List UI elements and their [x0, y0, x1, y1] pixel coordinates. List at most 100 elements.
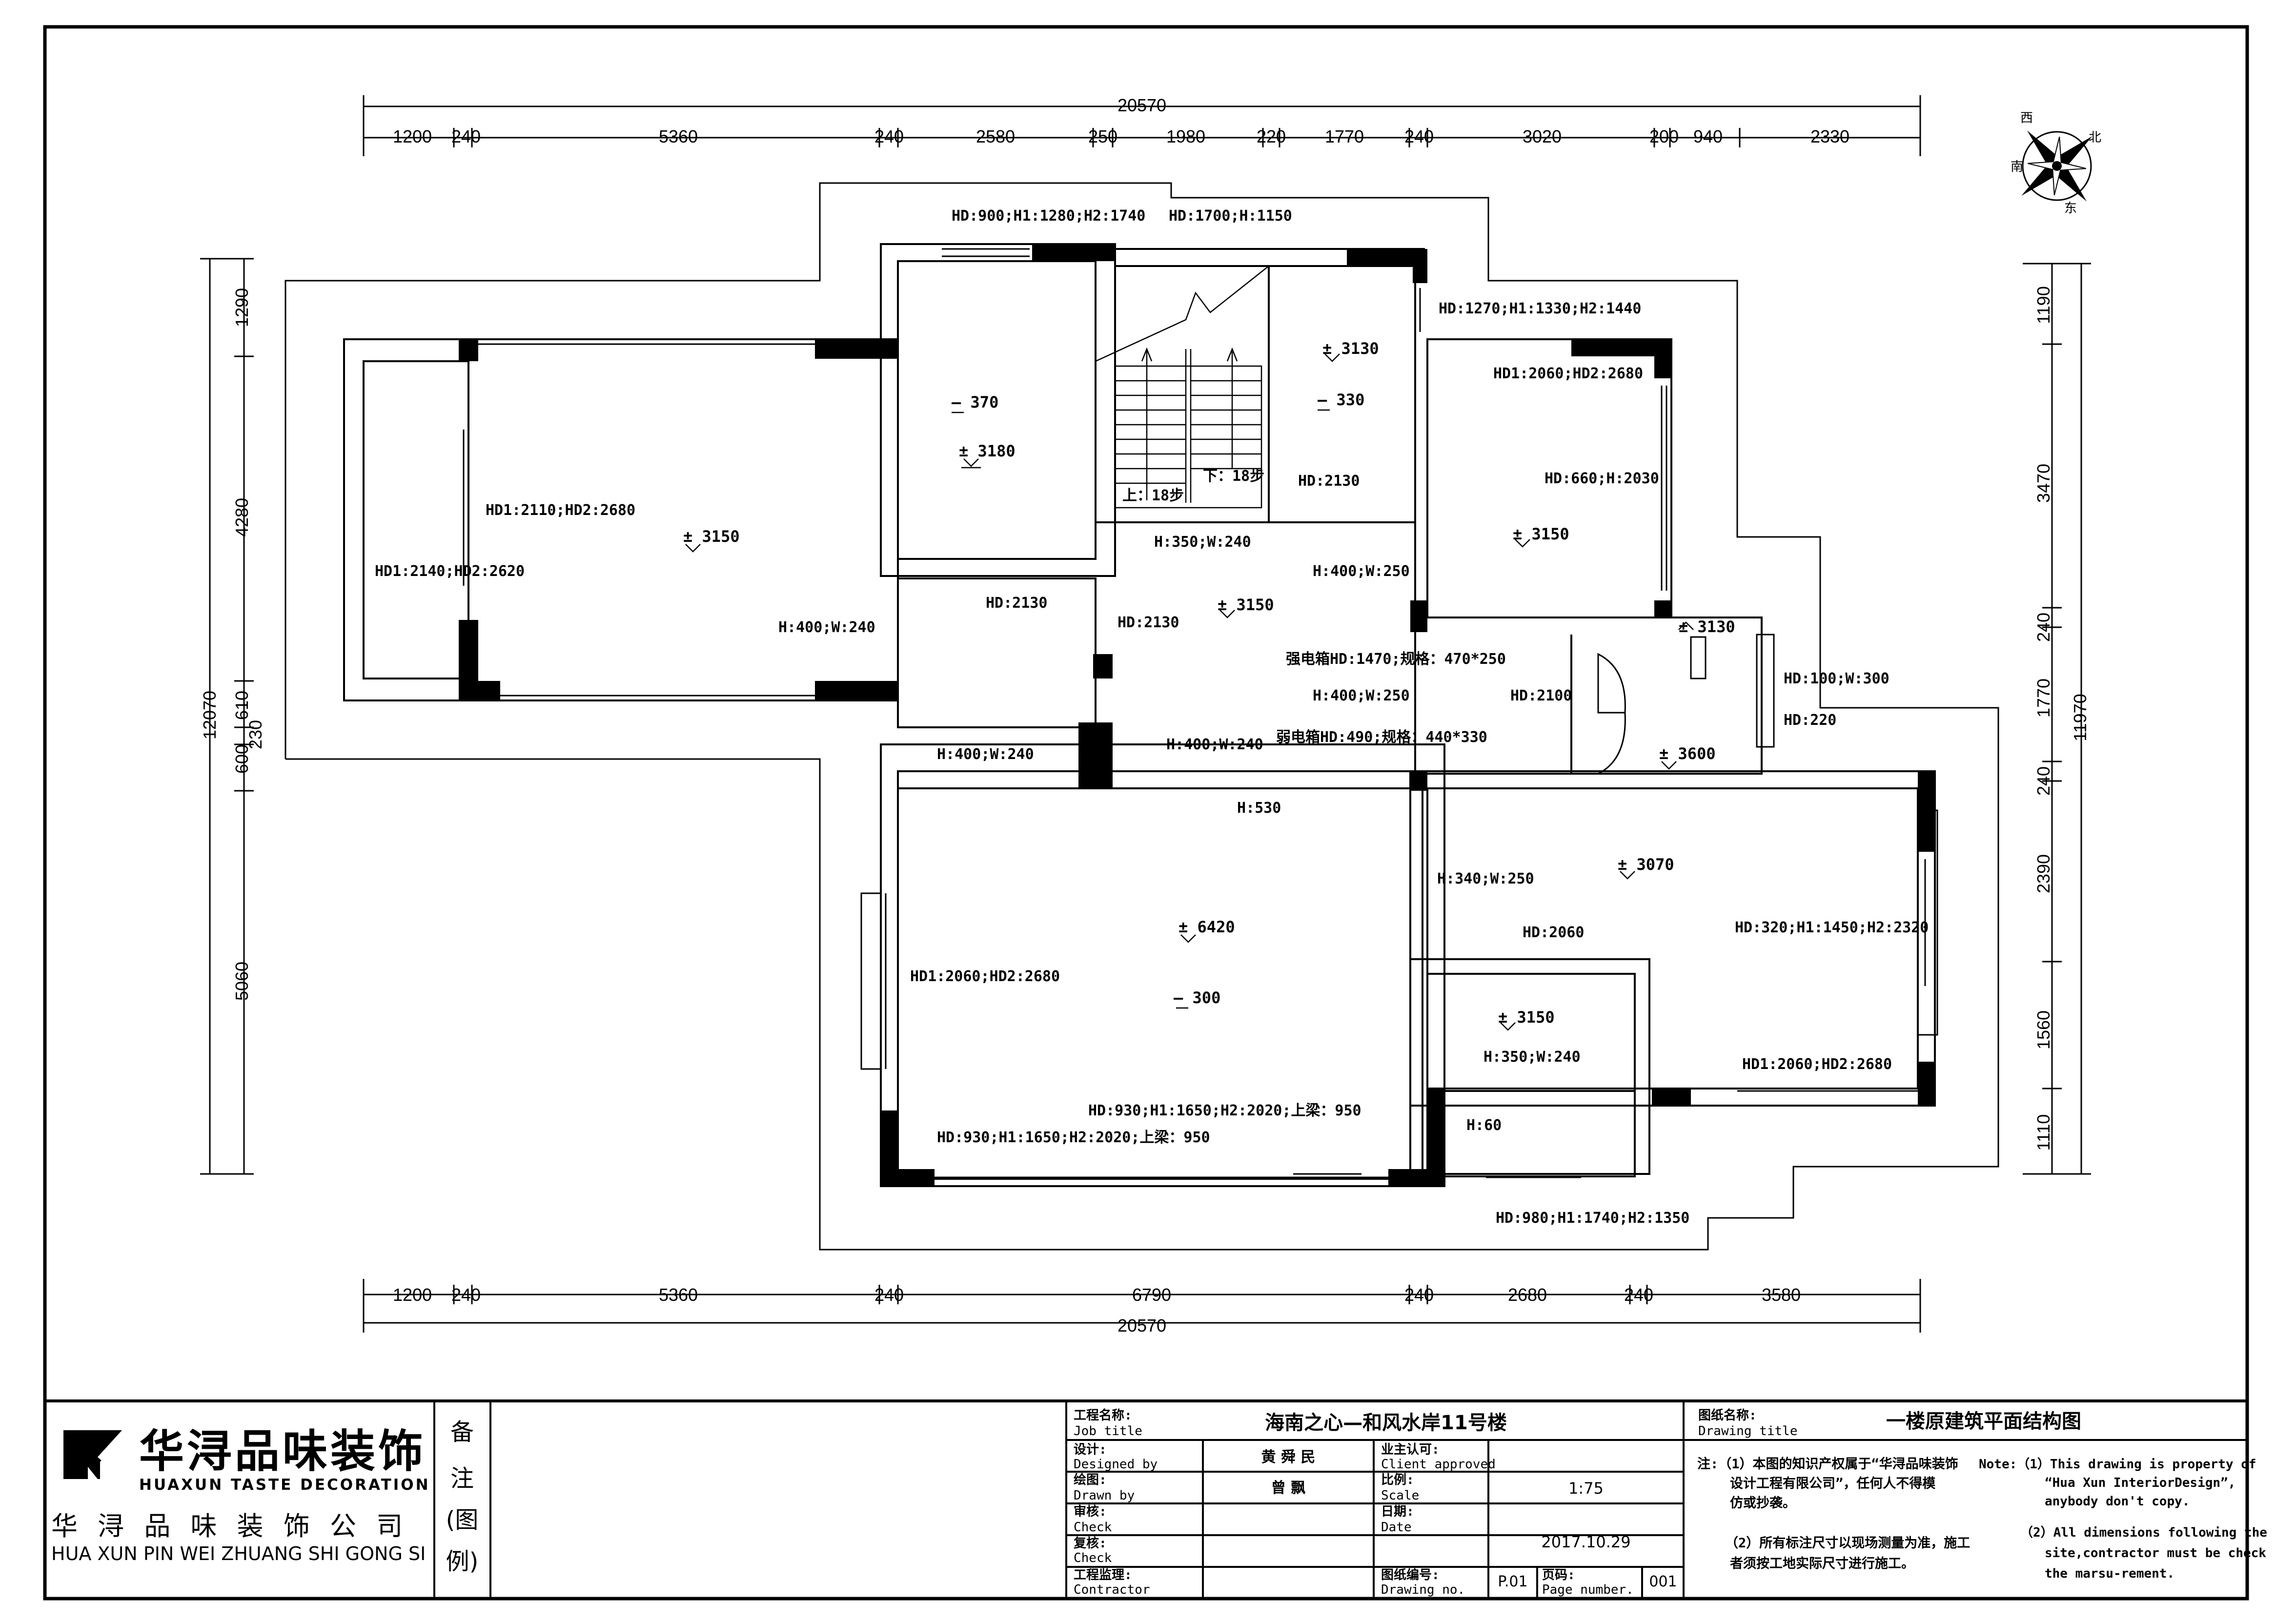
bottom-dim: 2680: [1508, 1285, 1547, 1305]
door-annotation: HD:2100: [1510, 687, 1572, 704]
scale-label-en: Scale: [1381, 1488, 1419, 1503]
bottom-dim: 3580: [1762, 1285, 1801, 1305]
note-en-line: “Hua Xun InteriorDesign”,: [2045, 1476, 2235, 1490]
note-cn-line: 者须按工地实际尺寸进行施工。: [1730, 1556, 1914, 1571]
right-dim: 2390: [2033, 854, 2053, 893]
windows: [463, 248, 1938, 1178]
contractor-label-en: Contractor: [1074, 1583, 1150, 1597]
drawn-label-en: Drawn by: [1074, 1488, 1135, 1503]
job-title-value: 海南之心—和风水岸11号楼: [1265, 1412, 1507, 1434]
top-dim: 240: [1404, 126, 1434, 146]
electric-box-annotation: 强电箱HD:1470;规格：470*250: [1286, 651, 1506, 668]
level-mark: ± 3600: [1659, 744, 1716, 763]
client-label-cn: 业主认可:: [1381, 1442, 1440, 1457]
brand-name-cn: 华浔品味装饰: [139, 1425, 426, 1478]
beam-annotation: H:530: [1237, 800, 1281, 817]
right-dim: 1190: [2033, 286, 2053, 324]
notes-col-char: 例): [446, 1548, 479, 1575]
level-markers: [685, 353, 1694, 1031]
compass-west: 西: [2020, 111, 2033, 125]
window-annotation: HD:1700;H:1150: [1169, 207, 1292, 225]
compass-south: 南: [2011, 160, 2023, 174]
level-mark: – 330: [1318, 391, 1364, 409]
bottom-dim: 1200: [393, 1285, 432, 1305]
top-dim: 1200: [393, 126, 432, 146]
level-mark: ± 3150: [1218, 596, 1274, 614]
top-dim: 200: [1649, 126, 1679, 146]
window-annotation: HD:660;H:2030: [1544, 470, 1659, 487]
date-label-cn: 日期:: [1381, 1504, 1414, 1519]
door-annotation: HD:2130: [1298, 473, 1360, 490]
check-label-cn: 审核:: [1074, 1504, 1107, 1519]
level-mark: ± 3150: [1513, 525, 1569, 543]
title-block-lines: [433, 1401, 2247, 1599]
note-en-line: （2）All dimensions following the: [2020, 1525, 2267, 1540]
compass-north: 北: [2089, 130, 2101, 145]
door-annotation: HD:2130: [1118, 614, 1179, 631]
designed-value: 黄 舜 民: [1261, 1449, 1316, 1466]
scale-label-cn: 比例:: [1381, 1473, 1414, 1487]
level-mark: ± 3150: [1498, 1008, 1555, 1027]
left-dim: 600: [232, 744, 252, 774]
note-cn-line: 仿或抄袭。: [1730, 1496, 1796, 1511]
bottom-dim: 240: [874, 1285, 904, 1305]
company-name-pinyin: HUA XUN PIN WEI ZHUANG SHI GONG SI: [51, 1543, 426, 1564]
compass-east: 东: [2064, 201, 2077, 216]
job-title-label-en: Job title: [1074, 1424, 1142, 1439]
top-dim: 1770: [1325, 126, 1364, 146]
stair-up-label: 上：18步: [1122, 487, 1184, 504]
drawing-title-label-cn: 图纸名称:: [1698, 1408, 1757, 1423]
opening-annotation: H:400;W:240: [937, 746, 1034, 763]
note-en-line: the marsu-rement.: [2045, 1566, 2174, 1581]
check-label-en: Check: [1074, 1520, 1112, 1535]
left-dim: 610: [232, 691, 252, 720]
compass-icon: [2021, 130, 2093, 202]
site-boundary: [284, 182, 1999, 1251]
notes-col-char: 备: [450, 1418, 474, 1446]
drawing-no-label-cn: 图纸编号:: [1381, 1567, 1440, 1583]
stair-down-label: 下：18步: [1203, 468, 1264, 485]
opening-annotation: H:400;W:250: [1313, 687, 1410, 704]
note-en-line: site,contractor must be check: [2045, 1546, 2266, 1561]
bottom-total-dim: 20570: [1118, 1316, 1166, 1336]
designed-label-cn: 设计:: [1074, 1442, 1107, 1457]
window-annotation: HD1:2110;HD2:2680: [486, 502, 635, 519]
drawing-no-value: P.01: [1498, 1573, 1527, 1590]
date-value: 2017.10.29: [1541, 1533, 1630, 1551]
drawing-no-label-en: Drawing no.: [1381, 1583, 1465, 1597]
bottom-dim: 240: [1624, 1285, 1653, 1305]
doors: [1597, 634, 1775, 775]
window-annotation: HD:900;H1:1280;H2:1740: [952, 207, 1145, 225]
window-annotation: HD:320;H1:1450;H2:2320: [1735, 919, 1929, 936]
contractor-label-cn: 工程监理:: [1074, 1568, 1132, 1583]
drawn-value: 曾 飘: [1271, 1480, 1305, 1497]
window-annotation: HD1:2060;HD2:2680: [1742, 1056, 1892, 1073]
note-cn-line: （2）所有标注尺寸以现场测量为准，施工: [1725, 1535, 1970, 1551]
bottom-dim: 240: [1404, 1285, 1434, 1305]
page-label-en: Page number.: [1542, 1583, 1634, 1597]
walls: [343, 243, 1936, 1187]
staircase: [1095, 266, 1269, 509]
notes-col-char: (图: [446, 1506, 479, 1534]
left-dim: 1290: [232, 288, 252, 327]
door-annotation: HD:2060: [1523, 924, 1584, 941]
job-title-label-cn: 工程名称:: [1074, 1408, 1132, 1423]
top-dimensions: [363, 95, 1921, 156]
level-mark: – 300: [1174, 988, 1220, 1007]
level-mark: ± 3070: [1618, 855, 1674, 874]
window-annotation: HD1:2140;HD2:2620: [375, 563, 525, 580]
window-annotation: HD:930;H1:1650;H2:2020;上梁：950: [1088, 1102, 1361, 1119]
left-dim: 230: [245, 720, 265, 749]
structural-columns: [459, 244, 1935, 1186]
date-label-en: Date: [1381, 1520, 1412, 1535]
right-dim: 240: [2033, 766, 2053, 796]
bottom-dim: 5360: [659, 1285, 698, 1305]
bottom-dimensions: [363, 1279, 1921, 1333]
drawn-label-cn: 绘图:: [1074, 1472, 1107, 1487]
left-dimensions: [200, 258, 254, 1175]
scale-value: 1:75: [1568, 1479, 1604, 1498]
recheck-label-en: Check: [1074, 1551, 1112, 1565]
client-label-en: Client approved: [1381, 1457, 1496, 1472]
designed-label-en: Designed by: [1074, 1457, 1158, 1472]
window-annotation: HD:930;H1:1650;H2:2020;上梁：950: [937, 1129, 1210, 1146]
